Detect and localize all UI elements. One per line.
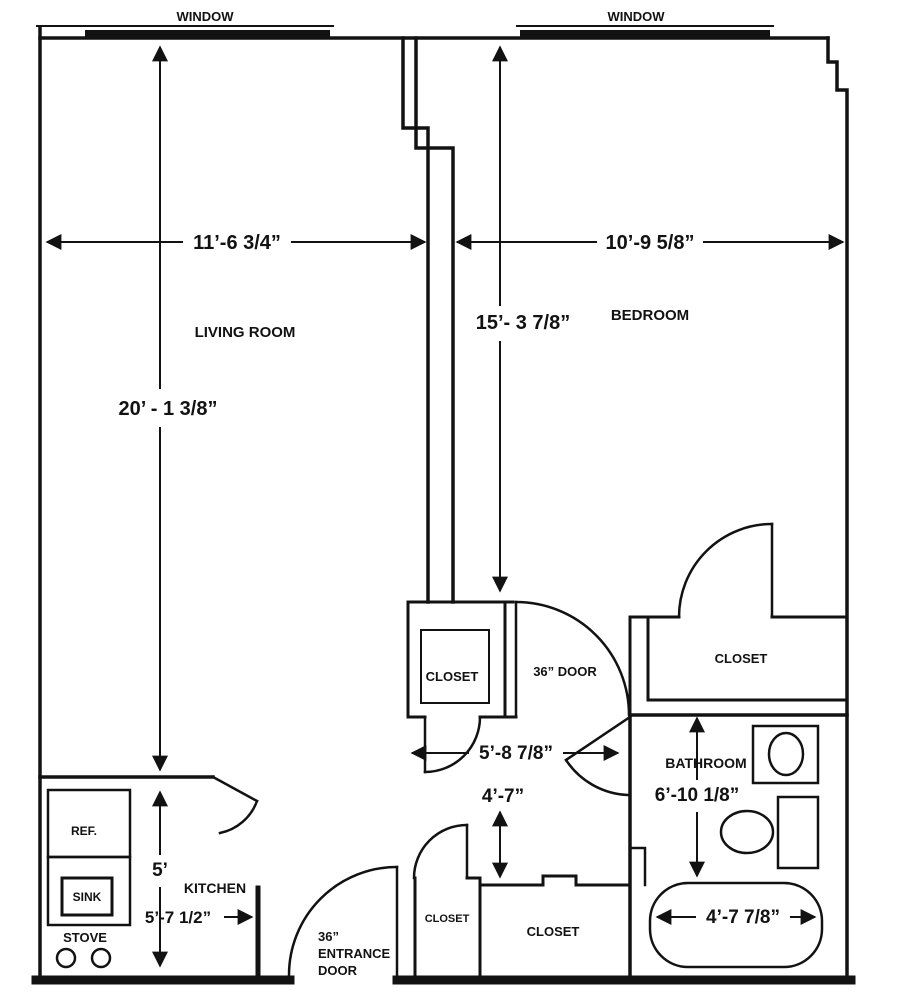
living-room-width-text: 11’-6 3/4” bbox=[193, 232, 281, 254]
stove-label: STOVE bbox=[63, 930, 107, 945]
wall-bedroom-closet bbox=[628, 615, 847, 702]
bedroom-door-label: 36” DOOR bbox=[533, 664, 597, 679]
wall-hall-closet bbox=[406, 600, 518, 719]
bedroom-door-arc bbox=[514, 600, 631, 717]
kitchen-width-text: 5’-7 1/2” bbox=[145, 908, 211, 927]
tub-width-text: 4’-7 7/8” bbox=[706, 907, 780, 928]
bathroom-sink-basin-icon bbox=[767, 731, 805, 777]
doors bbox=[211, 522, 774, 978]
wall-living-bedroom-right-face bbox=[414, 36, 455, 604]
window-right-icon bbox=[520, 30, 770, 38]
entry-closet-label: CLOSET bbox=[425, 913, 470, 925]
bathroom-label: BATHROOM bbox=[665, 755, 746, 771]
living-room-label: LIVING ROOM bbox=[195, 324, 296, 341]
fixtures bbox=[46, 724, 824, 969]
bathtub-icon bbox=[648, 881, 824, 969]
entrance-door-arc bbox=[287, 865, 399, 977]
kitchen-depth-text: 5’ bbox=[152, 860, 168, 881]
sink-label: SINK bbox=[73, 890, 102, 904]
toilet-bowl-icon bbox=[719, 809, 775, 855]
bathroom-length-text: 6’-10 1/8” bbox=[655, 785, 740, 806]
wall-foyer-closet-top bbox=[478, 874, 632, 887]
bathroom-door-arc bbox=[564, 758, 630, 797]
labels: WINDOW WINDOW 11’-6 3/4” 10’-9 5/8” 20’ … bbox=[63, 9, 780, 978]
entry-closet-door-arc bbox=[412, 823, 469, 880]
dimension-arrows bbox=[45, 45, 845, 968]
bedroom-height-text: 15’- 3 7/8” bbox=[476, 312, 571, 334]
bathroom-sink-counter bbox=[751, 724, 820, 785]
foyer-closet-label: CLOSET bbox=[527, 924, 580, 939]
walls bbox=[31, 25, 856, 985]
stove-burner-left-icon bbox=[55, 947, 77, 969]
window-left-icon bbox=[85, 30, 330, 38]
toilet-tank-icon bbox=[776, 795, 820, 870]
hall-closet-label: CLOSET bbox=[426, 669, 479, 684]
living-room-height-text: 20’ - 1 3/8” bbox=[119, 398, 218, 420]
wall-right-stepped bbox=[826, 36, 849, 978]
bedroom-closet-label: CLOSET bbox=[715, 651, 768, 666]
hall-closet-door-arc bbox=[423, 715, 482, 774]
stove-burner-right-icon bbox=[90, 947, 112, 969]
wall-bathroom-jog bbox=[628, 846, 647, 887]
kitchen-door-leaf bbox=[211, 775, 259, 803]
bedroom-closet-door-arc bbox=[677, 522, 774, 619]
bedroom-width-text: 10’-9 5/8” bbox=[606, 232, 695, 254]
entrance-door-label-line2: ENTRANCE bbox=[318, 946, 391, 961]
bedroom-label: BEDROOM bbox=[611, 307, 689, 324]
window-right-label: WINDOW bbox=[607, 9, 665, 24]
kitchen-label: KITCHEN bbox=[184, 880, 246, 896]
entrance-door-label-line3: DOOR bbox=[318, 963, 358, 978]
hall-width-text: 5’-8 7/8” bbox=[479, 743, 553, 764]
fridge-label: REF. bbox=[71, 824, 97, 838]
window-left-label: WINDOW bbox=[176, 9, 234, 24]
hall-closet-inner-box bbox=[420, 629, 490, 704]
hall-clearance-text: 4’-7” bbox=[482, 786, 524, 807]
kitchen-counter-outline bbox=[46, 855, 132, 927]
entrance-door-label-line1: 36” bbox=[318, 929, 339, 944]
sink-outline bbox=[60, 876, 114, 917]
kitchen-door-arc bbox=[218, 799, 259, 835]
wall-bathroom bbox=[628, 713, 849, 978]
